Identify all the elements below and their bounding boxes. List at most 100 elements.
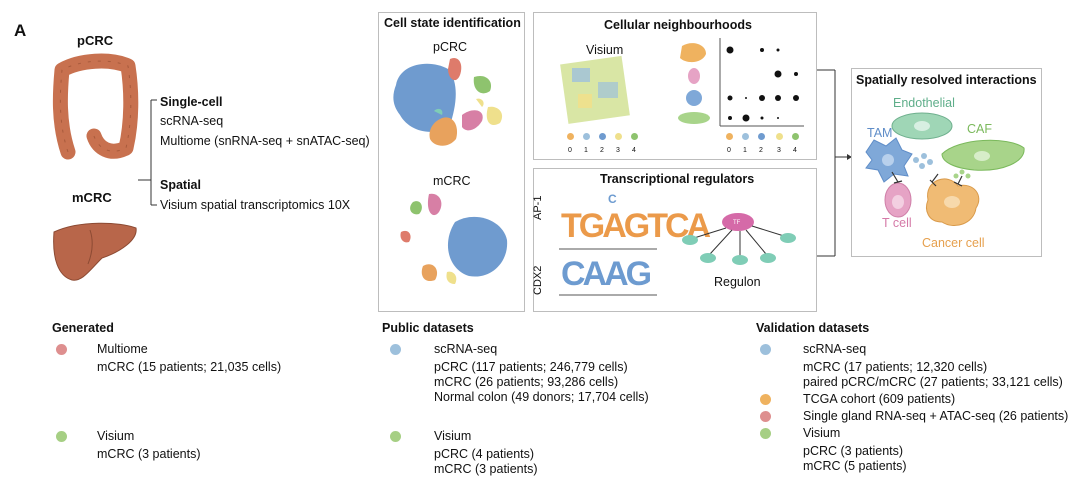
public-visium-dot (390, 431, 401, 442)
cancer-cell-icon (680, 43, 706, 63)
regulon-label: Regulon (714, 275, 761, 289)
dotplot-legend-1 (742, 133, 749, 140)
cluster-red (448, 57, 462, 81)
generated-multiome-name: Multiome (97, 342, 148, 356)
spatial-title: Spatial (160, 178, 201, 192)
interaction-illustration (865, 112, 1025, 226)
validation-scrna-dot (760, 344, 771, 355)
caf-icon (678, 112, 710, 124)
regulon-node (700, 253, 716, 263)
mcrc-label: mCRC (72, 190, 112, 205)
regulators-title: Transcriptional regulators (600, 172, 755, 186)
legend-tick-4: 4 (632, 147, 636, 154)
cancer-cell-label: Cancer cell (922, 236, 985, 250)
visium-label: Visium (586, 43, 624, 57)
cluster-blue (447, 216, 508, 277)
logo2-label: CDX2 (532, 265, 544, 295)
single-gland-dot (760, 411, 771, 422)
neighbourhoods-title: Cellular neighbourhoods (604, 18, 752, 32)
regulon-node (732, 255, 748, 265)
cell-state-title: Cell state identification (384, 16, 521, 30)
legend-tick-1: 1 (584, 147, 588, 154)
singlecell-title: Single-cell (160, 95, 223, 109)
cell-state-mcrc-label: mCRC (433, 174, 471, 188)
cluster-pink (427, 193, 442, 216)
public-visium-line: pCRC (4 patients) (434, 447, 535, 461)
tcell-label: T cell (882, 216, 912, 230)
generated-visium-dot (56, 431, 67, 442)
cluster-orange (429, 117, 458, 146)
tcga-dot (760, 394, 771, 405)
public-scrna-name: scRNA-seq (434, 342, 498, 356)
generated-multiome-detail: mCRC (15 patients; 21,035 cells) (97, 360, 282, 374)
validation-title: Validation datasets (756, 321, 870, 335)
generated-visium-detail: mCRC (3 patients) (97, 447, 201, 461)
regulon-node (682, 235, 698, 245)
dotplot-tick-3: 3 (777, 147, 781, 154)
logo2-sequence: CAAG (561, 255, 652, 293)
dotplot-legend-3 (776, 133, 783, 140)
generated-visium-name: Visium (97, 429, 135, 443)
logo1-label: AP-1 (532, 195, 544, 220)
cluster-pink (462, 110, 483, 131)
regulon-node (760, 253, 776, 263)
public-scrna-line: Normal colon (49 donors; 17,704 cells) (434, 390, 649, 404)
dotplot-tick-4: 4 (793, 147, 797, 154)
generated-title: Generated (52, 321, 114, 335)
validation-tcga: TCGA cohort (609 patients) (803, 392, 956, 406)
caf-label: CAF (967, 122, 992, 136)
validation-visium-name: Visium (803, 426, 841, 440)
cell-type-icons (678, 43, 710, 124)
interactions-title: Spatially resolved interactions (856, 73, 1037, 87)
pcrc-label: pCRC (77, 33, 114, 48)
cell-state-pcrc-label: pCRC (433, 40, 468, 54)
validation-visium-line: pCRC (3 patients) (803, 444, 904, 458)
cluster-yellow (486, 106, 503, 126)
regulon-node (780, 233, 796, 243)
mcrc-umap (400, 193, 508, 284)
cluster-red (400, 230, 411, 243)
validation-visium-dot (760, 428, 771, 439)
tam-icon (686, 90, 702, 106)
endothelial-label: Endothelial (893, 96, 955, 110)
visium-tissue-image (560, 55, 630, 124)
cluster-green (473, 75, 492, 94)
tf-label: TF (733, 220, 741, 226)
validation-visium-line: mCRC (5 patients) (803, 459, 907, 473)
logo1-axis (559, 248, 657, 250)
bracket-lines (138, 99, 157, 206)
legend-tick-2: 2 (600, 147, 604, 154)
legend-tick-0: 0 (568, 147, 572, 154)
neighbourhood-dotplot (719, 38, 804, 127)
cluster-blue (393, 63, 456, 132)
public-scrna-line: pCRC (117 patients; 246,779 cells) (434, 360, 628, 374)
cluster-orange (421, 264, 438, 282)
regulon-network (682, 213, 796, 265)
legend-dot-4 (631, 133, 638, 140)
public-title: Public datasets (382, 321, 474, 335)
cluster-yellow (446, 271, 457, 284)
dotplot-legend-4 (792, 133, 799, 140)
public-scrna-dot (390, 344, 401, 355)
spatial-line1: Visium spatial transcriptomics 10X (160, 198, 351, 212)
dotplot-tick-2: 2 (759, 147, 763, 154)
validation-single-gland: Single gland RNA-seq + ATAC-seq (26 pati… (803, 409, 1069, 423)
logo1-extra-base: C (608, 192, 617, 206)
legend-tick-3: 3 (616, 147, 620, 154)
validation-scrna-name: scRNA-seq (803, 342, 867, 356)
cluster-green (410, 201, 422, 215)
tam-label: TAM (867, 126, 893, 140)
legend-dot-1 (583, 133, 590, 140)
public-visium-name: Visium (434, 429, 472, 443)
connector-arrow (817, 69, 852, 257)
singlecell-line1: scRNA-seq (160, 114, 224, 128)
colon-illustration (52, 53, 139, 160)
validation-scrna-line: mCRC (17 patients; 12,320 cells) (803, 360, 988, 374)
pcrc-umap (393, 57, 503, 146)
tcell-icon (688, 68, 700, 84)
public-scrna-line: mCRC (26 patients; 93,286 cells) (434, 375, 619, 389)
singlecell-line2: Multiome (snRNA-seq + snATAC-seq) (160, 134, 370, 148)
logo2-axis (559, 294, 657, 296)
dotplot-legend-0 (726, 133, 733, 140)
tf-node (722, 213, 754, 231)
